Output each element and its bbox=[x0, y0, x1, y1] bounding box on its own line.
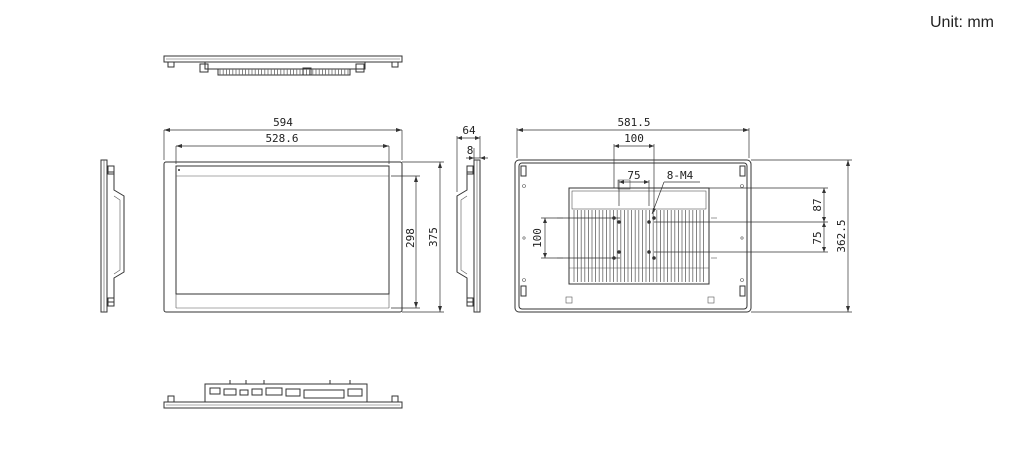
dim-rear-overall-height: 362.5 bbox=[835, 219, 848, 252]
top-view bbox=[163, 55, 403, 76]
screw-hole bbox=[647, 220, 651, 224]
dim-side-depth: 64 bbox=[462, 124, 476, 137]
screw-hole bbox=[652, 216, 656, 220]
dim-rear-vesa-87-v: 87 bbox=[811, 198, 824, 211]
dim-rear-vesa-75-h: 75 bbox=[627, 169, 640, 182]
top-view-heatsink-fins bbox=[219, 69, 349, 75]
dim-rear-vesa-100-h: 100 bbox=[624, 132, 644, 145]
right-side-view: 64 8 bbox=[456, 124, 488, 313]
rear-heatsink-fins bbox=[573, 210, 704, 282]
screw-hole bbox=[652, 256, 656, 260]
vesa-screw-holes bbox=[612, 216, 656, 260]
screw-hole bbox=[617, 220, 621, 224]
dim-side-bezel: 8 bbox=[467, 144, 474, 157]
screw-hole bbox=[617, 250, 621, 254]
unit-label: Unit: mm bbox=[930, 14, 994, 31]
dim-front-display-width: 528.6 bbox=[265, 132, 298, 145]
rear-view: 581.5 100 75 8-M4 100 87 75 bbox=[514, 116, 852, 313]
left-side-view bbox=[100, 159, 125, 313]
screw-hole bbox=[647, 250, 651, 254]
dim-front-overall-height: 375 bbox=[427, 227, 440, 247]
dim-front-display-height: 298 bbox=[404, 228, 417, 248]
dim-rear-vesa-100-v: 100 bbox=[531, 228, 544, 248]
dim-front-overall-width: 594 bbox=[273, 116, 293, 129]
screw-spec-label: 8-M4 bbox=[667, 169, 694, 182]
bottom-view bbox=[163, 380, 403, 409]
front-view: 594 528.6 298 375 bbox=[163, 116, 444, 313]
dim-rear-overall-width: 581.5 bbox=[617, 116, 650, 129]
dim-rear-vesa-75-v: 75 bbox=[811, 231, 824, 244]
